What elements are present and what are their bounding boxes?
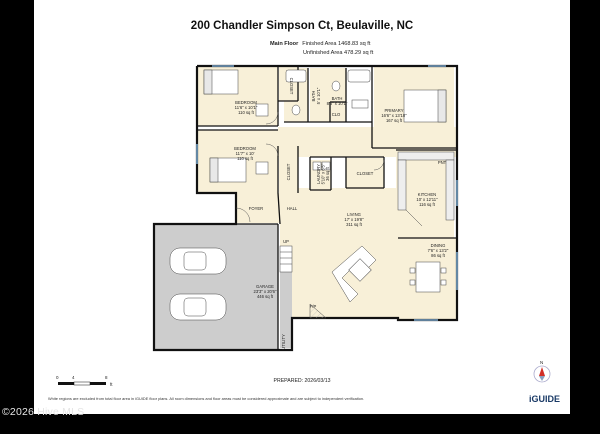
door-swings xyxy=(235,111,385,223)
svg-text:LAUNDRY5'10" x 6'5"36 sq ft: LAUNDRY5'10" x 6'5"36 sq ft xyxy=(316,163,330,184)
vanity xyxy=(351,99,369,109)
label-utility: UTILITY xyxy=(281,334,286,350)
label-clo: CLO xyxy=(332,112,341,117)
label-bath-1: BATH xyxy=(311,91,316,102)
svg-text:BATH5' x 10'1": BATH5' x 10'1" xyxy=(311,87,321,104)
label-kitchen: KITCHEN xyxy=(418,192,436,197)
scale-unit: ft xyxy=(110,382,113,387)
label-hall: HALL xyxy=(287,206,298,211)
furniture xyxy=(169,69,455,321)
utility-floor xyxy=(280,262,292,348)
label-pantry: PNT xyxy=(438,160,447,165)
washer xyxy=(312,161,322,171)
label-fireplace: F/P xyxy=(310,304,317,309)
label-closet-c: CLOSET xyxy=(357,171,374,176)
coffee-table xyxy=(348,258,372,282)
label-bath-2: BATH xyxy=(332,96,343,101)
prepared-date: PREPARED: 2026/03/13 xyxy=(273,378,331,384)
armchair-1 xyxy=(255,103,269,117)
living-hall-floor xyxy=(280,188,398,318)
interior-walls xyxy=(197,66,456,350)
scale-label-8: 8 xyxy=(105,375,108,380)
scale-label-4: 4 xyxy=(72,375,75,380)
disclaimer-text: White regions are excluded from total fl… xyxy=(48,396,365,401)
property-address-title: 200 Chandler Simpson Ct, Beulaville, NC xyxy=(190,20,414,32)
bath-2-floor xyxy=(310,68,346,122)
label-bedroom-1: BEDROOM xyxy=(235,100,257,105)
label-dining: DINING xyxy=(431,243,446,248)
floor-name: Main Floor xyxy=(270,41,299,47)
label-closet-a: CLOSET xyxy=(289,78,294,95)
label-stairs-up: UP xyxy=(283,239,289,244)
scale-label-0: 0 xyxy=(56,375,59,380)
toilet-2 xyxy=(331,80,341,92)
garage-floor xyxy=(154,224,278,350)
label-foyer: FOYER xyxy=(249,206,263,211)
label-bedroom-2: BEDROOM xyxy=(234,146,256,151)
closet-c-floor xyxy=(346,158,384,188)
fireplace xyxy=(309,303,327,319)
label-laundry: LAUNDRY xyxy=(316,164,321,184)
label-closet-b: CLOSET xyxy=(286,163,291,180)
finished-area: Finished Area 1468.83 sq ft xyxy=(302,41,371,47)
compass-icon: N xyxy=(533,360,551,383)
compass-north-label: N xyxy=(540,360,543,365)
dryer xyxy=(321,161,331,171)
car-2 xyxy=(169,293,227,321)
mls-watermark: ©2026 Hive MLS xyxy=(2,406,85,418)
scale-bar: 0 4 8 ft xyxy=(56,375,113,387)
unfinished-area: Unfinished Area 478.29 sq ft xyxy=(303,50,374,56)
floor-plan-sheet: 200 Chandler Simpson Ct, Beulaville, NC … xyxy=(34,0,570,414)
bathtub-2 xyxy=(347,69,371,83)
bathtub-1 xyxy=(285,69,307,83)
label-living: LIVING xyxy=(347,212,361,217)
label-primary: PRIMARY xyxy=(384,108,403,113)
foyer-floor xyxy=(236,193,280,223)
closet-b-floor xyxy=(279,146,298,193)
windows xyxy=(196,65,458,321)
car-1 xyxy=(169,247,227,275)
toilet-1 xyxy=(291,104,301,116)
armchair-2 xyxy=(255,161,269,175)
iguide-logo: iGUIDE xyxy=(528,394,560,404)
dining-table xyxy=(415,261,441,293)
stairs xyxy=(279,245,293,273)
label-garage: GARAGE xyxy=(256,284,274,289)
